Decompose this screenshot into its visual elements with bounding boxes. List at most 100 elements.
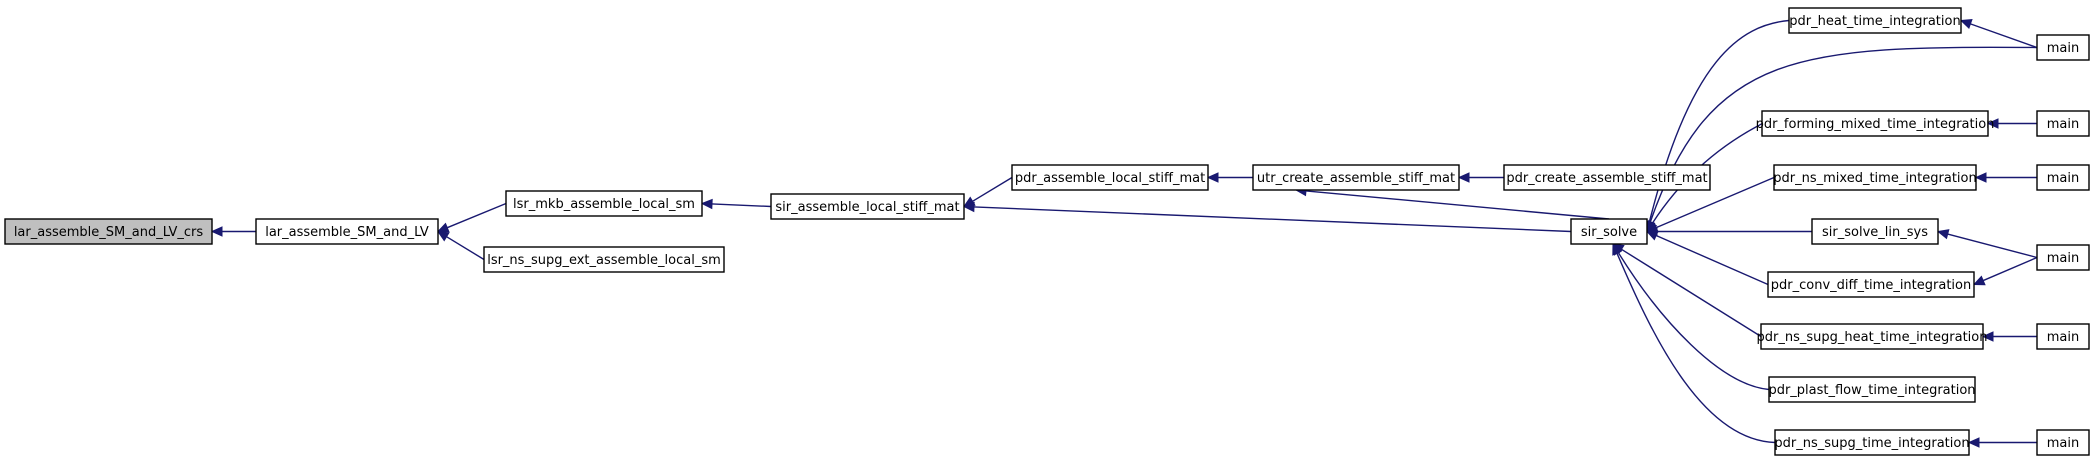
node-sir-solve[interactable]: sir_solve — [1570, 218, 1648, 245]
edge-n15-to-n8 — [1612, 242, 1770, 391]
edge-n1-to-n0 — [210, 226, 256, 237]
node-label: main — [2047, 171, 2079, 186]
node-utr-create-assemble-stiff-mat[interactable]: utr_create_assemble_stiff_mat — [1252, 164, 1460, 191]
node-box — [1773, 164, 1977, 191]
edge-n16-to-n8 — [1612, 242, 1776, 444]
node-pdr-forming-mixed-time-integration[interactable]: pdr_forming_mixed_time_integration — [1756, 110, 1995, 137]
edge-n4-to-n2 — [700, 198, 772, 210]
node-box — [255, 218, 439, 245]
node-box — [1252, 164, 1460, 191]
arrowhead — [1612, 242, 1622, 256]
node-box — [1760, 323, 1984, 350]
node-label: main — [2047, 41, 2079, 56]
node-label: pdr_plast_flow_time_integration — [1768, 383, 1975, 398]
node-pdr-plast-flow-time-integration[interactable]: pdr_plast_flow_time_integration — [1768, 376, 1976, 403]
edge-n14-to-n8 — [1611, 243, 1762, 338]
node-label: pdr_assemble_local_stiff_mat — [1015, 171, 1205, 186]
node-main[interactable]: main — [2036, 244, 2090, 271]
arrowhead — [700, 198, 713, 210]
node-box — [1811, 218, 1939, 245]
edge-n7-to-n6 — [1457, 172, 1504, 183]
arrowhead — [1967, 437, 1980, 448]
arrowhead — [436, 230, 450, 242]
node-label: pdr_ns_supg_time_integration — [1774, 436, 1969, 451]
node-pdr-ns-supg-heat-time-integration[interactable]: pdr_ns_supg_heat_time_integration — [1757, 323, 1988, 350]
node-box — [1011, 164, 1209, 191]
arrowhead — [1974, 172, 1987, 183]
node-lar-assemble-sm-and-lv[interactable]: lar_assemble_SM_and_LV — [255, 218, 439, 245]
node-pdr-create-assemble-stiff-mat[interactable]: pdr_create_assemble_stiff_mat — [1503, 164, 1711, 191]
node-main[interactable]: main — [2036, 34, 2090, 61]
arrowhead — [1457, 172, 1470, 183]
node-label: main — [2047, 330, 2079, 345]
node-lsr-mkb-assemble-local-sm[interactable]: lsr_mkb_assemble_local_sm — [505, 190, 703, 217]
node-label: sir_solve — [1581, 225, 1637, 240]
edge-n2-to-n1 — [436, 202, 507, 233]
node-box — [2036, 429, 2090, 456]
node-label: utr_create_assemble_stiff_mat — [1257, 171, 1455, 186]
edge-n3-to-n1 — [436, 230, 485, 261]
node-sir-assemble-local-stiff-mat[interactable]: sir_assemble_local_stiff_mat — [770, 193, 965, 220]
edge-m4-to-n13 — [1972, 256, 2038, 286]
arrowhead — [1981, 331, 1994, 342]
edge-n5-to-n4 — [962, 176, 1013, 208]
node-label: main — [2047, 436, 2079, 451]
node-main[interactable]: main — [2036, 164, 2090, 191]
node-pdr-ns-mixed-time-integration[interactable]: pdr_ns_mixed_time_integration — [1773, 164, 1977, 191]
node-box — [1503, 164, 1711, 191]
node-box — [483, 246, 725, 273]
arrowhead — [1959, 19, 1973, 29]
nodes-layer: lar_assemble_SM_and_LV_crs lar_assemble_S… — [4, 7, 2090, 456]
edges-layer — [210, 19, 2038, 448]
edge-m4-to-n12 — [1936, 229, 2038, 259]
node-pdr-conv-diff-time-integration[interactable]: pdr_conv_diff_time_integration — [1767, 271, 1975, 298]
node-label: pdr_heat_time_integration — [1789, 14, 1960, 29]
node-main[interactable]: main — [2036, 323, 2090, 350]
node-label: lar_assemble_SM_and_LV — [265, 225, 429, 240]
edge-n8-to-n6 — [1294, 185, 1610, 220]
node-box — [4, 218, 213, 245]
node-box — [2036, 110, 2090, 137]
node-label: main — [2047, 251, 2079, 266]
arrowhead — [436, 222, 450, 233]
node-label: main — [2047, 117, 2079, 132]
arrowhead — [1986, 118, 1999, 129]
node-label: lsr_mkb_assemble_local_sm — [513, 197, 695, 212]
node-box — [1761, 110, 1989, 137]
node-lsr-ns-supg-ext-assemble-local-sm[interactable]: lsr_ns_supg_ext_assemble_local_sm — [483, 246, 725, 273]
node-box — [2036, 244, 2090, 271]
node-label: pdr_ns_supg_heat_time_integration — [1757, 330, 1988, 345]
edge-m1-to-n9 — [1959, 19, 2038, 49]
node-box — [1768, 376, 1976, 403]
node-box — [505, 190, 703, 217]
node-sir-solve-lin-sys[interactable]: sir_solve_lin_sys — [1811, 218, 1939, 245]
node-box — [1767, 271, 1975, 298]
node-label: pdr_ns_mixed_time_integration — [1773, 171, 1976, 186]
node-box — [2036, 323, 2090, 350]
edge-n13-to-n8 — [1645, 230, 1769, 286]
node-label: sir_assemble_local_stiff_mat — [775, 200, 959, 215]
node-box — [1570, 218, 1648, 245]
edge-n6-to-n5 — [1206, 172, 1253, 183]
arrowhead — [1206, 172, 1219, 183]
node-label: pdr_conv_diff_time_integration — [1771, 278, 1971, 293]
edge-m3-to-n11 — [1974, 172, 2037, 183]
edge-n12-to-n8 — [1645, 226, 1812, 237]
node-lar-assemble-sm-and-lv-crs: lar_assemble_SM_and_LV_crs — [4, 218, 213, 245]
node-pdr-assemble-local-stiff-mat[interactable]: pdr_assemble_local_stiff_mat — [1011, 164, 1209, 191]
arrowhead — [962, 201, 975, 213]
node-box — [1788, 7, 1962, 34]
node-label: lar_assemble_SM_and_LV_crs — [14, 225, 204, 240]
arrowhead — [1936, 229, 1950, 240]
arrowhead — [210, 226, 223, 237]
node-main[interactable]: main — [2036, 429, 2090, 456]
edge-n8-to-n4 — [962, 201, 1572, 233]
edge-m6-to-n16 — [1967, 437, 2037, 448]
node-pdr-ns-supg-time-integration[interactable]: pdr_ns_supg_time_integration — [1774, 429, 1970, 456]
node-box — [1774, 429, 1970, 456]
edge-m5-to-n14 — [1981, 331, 2037, 342]
node-main[interactable]: main — [2036, 110, 2090, 137]
node-pdr-heat-time-integration[interactable]: pdr_heat_time_integration — [1788, 7, 1962, 34]
node-box — [2036, 164, 2090, 191]
